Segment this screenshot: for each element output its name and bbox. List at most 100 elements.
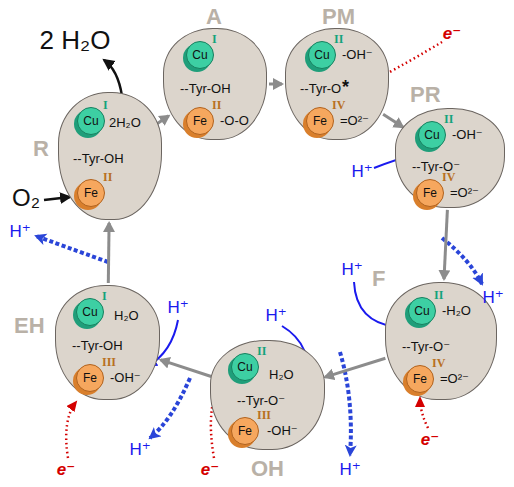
iron-center: FeIV bbox=[406, 365, 434, 393]
ligand-text: -OH⁻ bbox=[342, 47, 373, 62]
oxygen-binding-arrow bbox=[44, 197, 70, 200]
oxidation-state: II bbox=[212, 98, 221, 113]
element-symbol: Fe bbox=[307, 114, 333, 128]
ligand-text: H₂O bbox=[269, 367, 294, 382]
pumped-proton-arrow bbox=[340, 352, 351, 455]
enzyme-state: PM-OH⁻--Tyr-O*=O²⁻CuIIFeIV bbox=[285, 28, 389, 140]
electron-arrow bbox=[66, 402, 76, 458]
state-name: EH bbox=[14, 314, 45, 338]
ligand-text: --Tyr-O⁻ bbox=[237, 393, 285, 408]
electron-label: e⁻ bbox=[443, 25, 461, 44]
element-symbol: Cu bbox=[77, 305, 103, 319]
water-release-arrow bbox=[104, 60, 122, 96]
oxidation-state: IV bbox=[442, 170, 455, 185]
element-symbol: Fe bbox=[417, 186, 443, 200]
ligand-text: --Tyr-OH bbox=[72, 338, 123, 353]
iron-center: FeIII bbox=[76, 364, 104, 392]
element-symbol: Cu bbox=[187, 48, 213, 62]
ligand-text: -O-O bbox=[220, 113, 249, 128]
element-symbol: Fe bbox=[78, 186, 104, 200]
proton-label: H⁺ bbox=[351, 163, 372, 182]
copper-center: CuI bbox=[186, 41, 214, 69]
ligand-text: --Tyr-O⁻ bbox=[402, 339, 450, 354]
state-name: R bbox=[33, 137, 49, 161]
ligand-text: -OH⁻ bbox=[110, 370, 141, 385]
enzyme-state: R2H₂O--Tyr-OHCuIFeII bbox=[58, 92, 162, 220]
iron-center: FeII bbox=[77, 179, 105, 207]
element-symbol: Fe bbox=[187, 114, 213, 128]
ligand-text: =O²⁻ bbox=[450, 185, 479, 200]
element-symbol: Cu bbox=[419, 128, 445, 142]
pumped-proton-arrow bbox=[150, 378, 190, 438]
proton-label: H⁺ bbox=[265, 307, 286, 326]
electron-label: e⁻ bbox=[57, 461, 75, 480]
element-symbol: Fe bbox=[232, 424, 258, 438]
substrate-label: O₂ bbox=[12, 185, 40, 211]
cycle-step-arrow bbox=[161, 360, 212, 377]
ligand-text: =O²⁻ bbox=[340, 113, 369, 128]
iron-center: FeIV bbox=[306, 107, 334, 135]
electron-arrow bbox=[420, 398, 428, 428]
proton-label: H⁺ bbox=[339, 461, 360, 480]
ligand-text: -H₂O bbox=[442, 303, 471, 318]
element-symbol: Cu bbox=[409, 304, 435, 318]
oxidation-state: I bbox=[102, 289, 107, 304]
proton-label: H⁺ bbox=[341, 261, 362, 280]
element-symbol: Fe bbox=[407, 372, 433, 386]
copper-center: CuII bbox=[231, 353, 259, 381]
ligand-text: -OH⁻ bbox=[267, 423, 298, 438]
oxidation-state: II bbox=[103, 170, 112, 185]
proton-label: H⁺ bbox=[9, 223, 30, 242]
oxidation-state: III bbox=[257, 408, 271, 423]
proton-label: H⁺ bbox=[482, 289, 503, 308]
cycle-step-arrow bbox=[157, 116, 169, 124]
copper-center: CuI bbox=[76, 298, 104, 326]
element-symbol: Fe bbox=[77, 371, 103, 385]
enzyme-state: EHH₂O--Tyr-OH-OH⁻CuIFeIII bbox=[55, 285, 160, 400]
electron-label: e⁻ bbox=[201, 461, 219, 480]
ligand-text: =O²⁻ bbox=[440, 371, 469, 386]
element-symbol: Cu bbox=[78, 114, 104, 128]
copper-center: CuI bbox=[77, 107, 105, 135]
state-name: OH bbox=[251, 457, 284, 481]
ligand-text: 2H₂O bbox=[109, 115, 141, 130]
oxidation-state: I bbox=[103, 98, 108, 113]
enzyme-state: PR-OH⁻--Tyr-O⁻=O²⁻CuIIFeIV bbox=[395, 108, 505, 208]
proton-label: H⁺ bbox=[129, 441, 150, 460]
radical-mark: * bbox=[342, 80, 349, 95]
copper-center: CuII bbox=[408, 297, 436, 325]
oxidation-state: III bbox=[102, 355, 116, 370]
ligand-text: --Tyr-OH bbox=[180, 81, 231, 96]
ligand-text: --Tyr-OH bbox=[73, 151, 124, 166]
cycle-step-arrow bbox=[107, 223, 111, 283]
state-name: PM bbox=[322, 5, 355, 29]
oxidation-state: IV bbox=[332, 98, 345, 113]
enzyme-state: OHH₂O--Tyr-O⁻-OH⁻CuIIFeIII bbox=[210, 340, 325, 450]
oxidation-state: II bbox=[434, 288, 443, 303]
oxidation-state: IV bbox=[432, 356, 445, 371]
ligand-text: -OH⁻ bbox=[452, 127, 483, 142]
enzyme-state: A--Tyr-OH-O-OCuIFeII bbox=[163, 28, 267, 140]
cycle-step-arrow bbox=[325, 358, 385, 377]
iron-center: FeIV bbox=[416, 179, 444, 207]
oxidation-state: II bbox=[444, 112, 453, 127]
pumped-proton-arrow bbox=[36, 236, 108, 262]
iron-center: FeII bbox=[186, 107, 214, 135]
state-name: A bbox=[206, 5, 222, 29]
cycle-step-arrow bbox=[269, 83, 282, 86]
state-name: F bbox=[372, 267, 385, 291]
pumped-proton-arrow bbox=[442, 238, 482, 284]
oxidation-state: I bbox=[212, 32, 217, 47]
proton-label: H⁺ bbox=[167, 299, 188, 318]
copper-center: CuII bbox=[418, 121, 446, 149]
oxidation-state: II bbox=[334, 32, 343, 47]
copper-center: CuII bbox=[308, 41, 336, 69]
ligand-text: H₂O bbox=[114, 308, 139, 323]
element-symbol: Cu bbox=[232, 360, 258, 374]
element-symbol: Cu bbox=[309, 48, 335, 62]
electron-label: e⁻ bbox=[421, 431, 439, 450]
cycle-step-arrow bbox=[444, 210, 447, 279]
product-label: 2 H₂O bbox=[40, 26, 111, 55]
enzyme-state: F-H₂O--Tyr-O⁻=O²⁻CuIIFeIV bbox=[385, 282, 497, 400]
ligand-text: --Tyr-O bbox=[300, 81, 341, 96]
